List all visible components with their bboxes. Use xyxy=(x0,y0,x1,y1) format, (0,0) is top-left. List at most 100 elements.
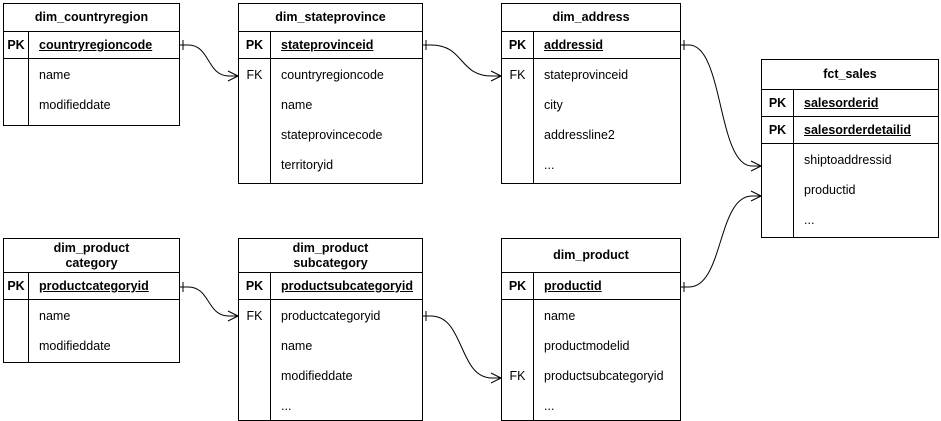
crows-foot-prong xyxy=(227,310,239,317)
attribute-name: productmodelid xyxy=(544,339,630,353)
attribute-list: FK stateprovinceid city addressline2... xyxy=(502,59,680,183)
crows-foot-prong xyxy=(490,377,502,384)
attribute-name: ... xyxy=(281,399,292,413)
foreign-key-badge: FK xyxy=(509,68,526,82)
relationship-productcategory-to-subcategory[interactable] xyxy=(180,282,239,322)
crows-foot-prong xyxy=(490,372,502,379)
key-badge: PK xyxy=(762,117,794,143)
attribute-name: ... xyxy=(544,158,555,172)
entity-title-dim_countryregion: dim_countryregion xyxy=(4,4,179,32)
attribute-name: productcategoryid xyxy=(39,279,149,293)
attribute-name: countryregioncode xyxy=(39,38,153,52)
body-key-column xyxy=(4,300,29,362)
attribute-name: productid xyxy=(804,183,856,197)
entity-title-line: fct_sales xyxy=(823,67,877,81)
entity-title-fct_sales: fct_sales xyxy=(762,60,938,90)
crows-foot-prong xyxy=(750,160,762,167)
entity-title-dim_product: dim_product xyxy=(502,239,680,273)
body-key-column: FK xyxy=(502,300,534,420)
entity-title-line: subcategory xyxy=(293,255,368,270)
body-key-column: FK xyxy=(239,59,271,183)
relationship-address-to-sales[interactable] xyxy=(681,40,762,172)
relationship-line xyxy=(187,44,230,77)
crows-foot-prong xyxy=(490,70,502,77)
relationship-product-to-sales[interactable] xyxy=(681,190,762,292)
attribute-list: FK name productmodelid productsubcategoryid… xyxy=(502,300,680,420)
body-key-column: FK xyxy=(502,59,534,183)
attribute-name: name xyxy=(39,309,71,323)
entity-title-line: dim_product xyxy=(292,240,369,255)
attribute-name: name xyxy=(281,339,313,353)
attribute-name: name xyxy=(281,98,313,112)
relationship-line xyxy=(430,315,493,379)
foreign-key-badge: FK xyxy=(509,369,526,383)
key-badge: PK xyxy=(4,32,29,58)
entity-title-line: dim_countryregion xyxy=(34,10,149,24)
relationship-stateprovince-to-address[interactable] xyxy=(423,40,502,82)
attribute-name: stateprovincecode xyxy=(281,128,383,142)
attribute-name: territoryid xyxy=(281,158,334,172)
attribute-name: ... xyxy=(544,399,555,413)
key-badge: PK xyxy=(239,32,271,58)
crows-foot-prong xyxy=(490,75,502,82)
attribute-list: shiptoaddressid productid... xyxy=(762,144,938,237)
key-row[interactable]: PK salesorderdetailid xyxy=(762,117,938,144)
key-badge: PK xyxy=(502,32,534,58)
entity-title-line: dim_stateprovince xyxy=(275,10,386,24)
key-row[interactable]: PK countryregioncode xyxy=(4,32,179,59)
entity-title-line: dim_product xyxy=(553,248,629,262)
attribute-name: city xyxy=(544,98,563,112)
attribute-name: addressid xyxy=(544,38,604,52)
body-attribute-column: countryregioncode name stateprovincecode te… xyxy=(271,59,422,183)
attribute-name: productsubcategoryid xyxy=(281,279,413,293)
entity-title-dim_address: dim_address xyxy=(502,4,680,32)
crows-foot-prong xyxy=(227,315,239,322)
foreign-key-badge: FK xyxy=(246,68,263,82)
entity-title-line: dim_address xyxy=(552,10,630,24)
attribute-name: stateprovinceid xyxy=(281,38,374,52)
attribute-name: salesorderdetailid xyxy=(804,123,911,137)
attribute-list: name modifieddate xyxy=(4,59,179,125)
entity-title-line: category xyxy=(65,255,118,270)
crows-foot-prong xyxy=(227,70,239,77)
key-row[interactable]: PK productsubcategoryid xyxy=(239,273,422,300)
relationship-line xyxy=(688,44,753,167)
attribute-name: ... xyxy=(804,213,815,227)
body-key-column xyxy=(4,59,29,125)
attribute-name: name xyxy=(544,309,576,323)
attribute-name: productid xyxy=(544,279,602,293)
attribute-name: productsubcategoryid xyxy=(544,369,664,383)
key-badge: PK xyxy=(239,273,271,299)
key-row[interactable]: PK productid xyxy=(502,273,680,300)
key-row[interactable]: PK addressid xyxy=(502,32,680,59)
attribute-name: name xyxy=(39,68,71,82)
crows-foot-prong xyxy=(750,195,762,202)
attribute-name: stateprovinceid xyxy=(544,68,629,82)
relationship-countryregion-to-stateprovince[interactable] xyxy=(180,40,239,82)
key-badge: PK xyxy=(762,90,794,116)
key-row[interactable]: PK stateprovinceid xyxy=(239,32,422,59)
relationship-line xyxy=(430,44,493,77)
attribute-name: addressline2 xyxy=(544,128,615,142)
key-badge: PK xyxy=(502,273,534,299)
crows-foot-prong xyxy=(227,75,239,82)
attribute-name: modifieddate xyxy=(39,98,111,112)
attribute-name: productcategoryid xyxy=(281,309,381,323)
relationship-subcategory-to-product[interactable] xyxy=(423,311,502,384)
attribute-name: countryregioncode xyxy=(281,68,384,82)
attribute-name: shiptoaddressid xyxy=(804,153,892,167)
